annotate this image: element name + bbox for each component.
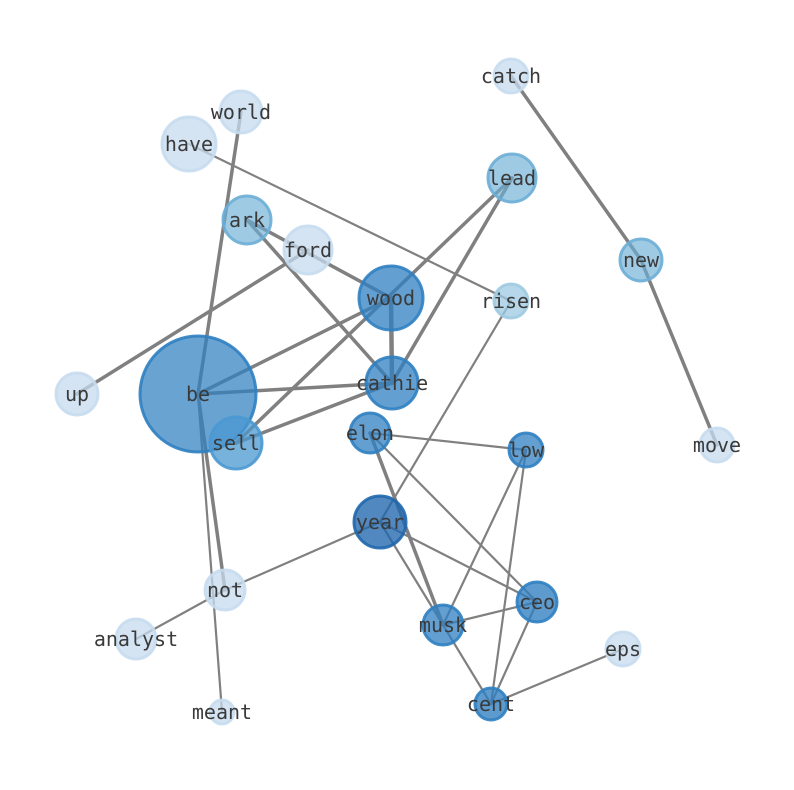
edge-year-not (223, 520, 382, 592)
node-year (352, 494, 408, 550)
node-label-ceo: ceo (519, 590, 555, 614)
edge-low-musk (441, 448, 528, 627)
node-label-world: world (211, 100, 271, 124)
node-label-ford: ford (284, 238, 332, 262)
node-label-be: be (186, 382, 210, 406)
node-label-analyst: analyst (94, 627, 178, 651)
edge-catch-new (509, 74, 643, 262)
node-label-cent: cent (467, 692, 515, 716)
node-label-ark: ark (229, 208, 265, 232)
node-not (203, 568, 247, 612)
node-label-new: new (623, 248, 660, 272)
edge-year-ceo (378, 520, 539, 604)
node-label-eps: eps (605, 637, 641, 661)
node-eps (604, 630, 642, 668)
node-have (160, 115, 218, 173)
node-low (507, 431, 545, 469)
node-label-move: move (693, 433, 741, 457)
nodes-layer (54, 57, 736, 726)
node-analyst (114, 617, 158, 661)
edge-sell-cathie (234, 381, 394, 445)
edge-risen-year (378, 299, 513, 524)
edge-lead-cathie (390, 176, 514, 385)
node-label-year: year (356, 510, 404, 534)
edge-low-cent (489, 448, 528, 706)
node-musk (421, 603, 465, 647)
node-move (698, 426, 736, 464)
node-sell (208, 415, 264, 471)
node-label-elon: elon (346, 421, 394, 445)
node-label-not: not (207, 578, 243, 602)
node-ark (221, 194, 273, 246)
node-risen (492, 282, 530, 320)
edge-cent-eps (489, 647, 625, 706)
node-meant (208, 698, 236, 726)
node-label-sell: sell (212, 431, 260, 455)
node-label-meant: meant (192, 700, 252, 724)
node-up (54, 371, 100, 417)
node-world (218, 89, 264, 135)
node-label-up: up (65, 382, 89, 406)
node-label-catch: catch (481, 64, 541, 88)
node-catch (492, 57, 530, 95)
node-ceo (515, 580, 559, 624)
node-label-risen: risen (481, 289, 541, 313)
node-lead (486, 152, 538, 204)
node-new (618, 237, 664, 283)
edge-ford-up (75, 248, 310, 396)
edge-elon-low (368, 431, 528, 452)
node-label-have: have (165, 132, 213, 156)
node-label-cathie: cathie (356, 371, 428, 395)
node-label-wood: wood (367, 286, 415, 310)
node-wood (357, 264, 425, 332)
node-ford (282, 224, 334, 276)
edge-ark-cathie (245, 218, 394, 385)
edge-new-move (639, 258, 719, 447)
node-cathie (364, 355, 420, 411)
node-label-low: low (508, 438, 545, 462)
node-cent (473, 686, 509, 722)
node-elon (348, 411, 392, 455)
node-label-lead: lead (488, 166, 536, 190)
node-label-musk: musk (419, 613, 467, 637)
